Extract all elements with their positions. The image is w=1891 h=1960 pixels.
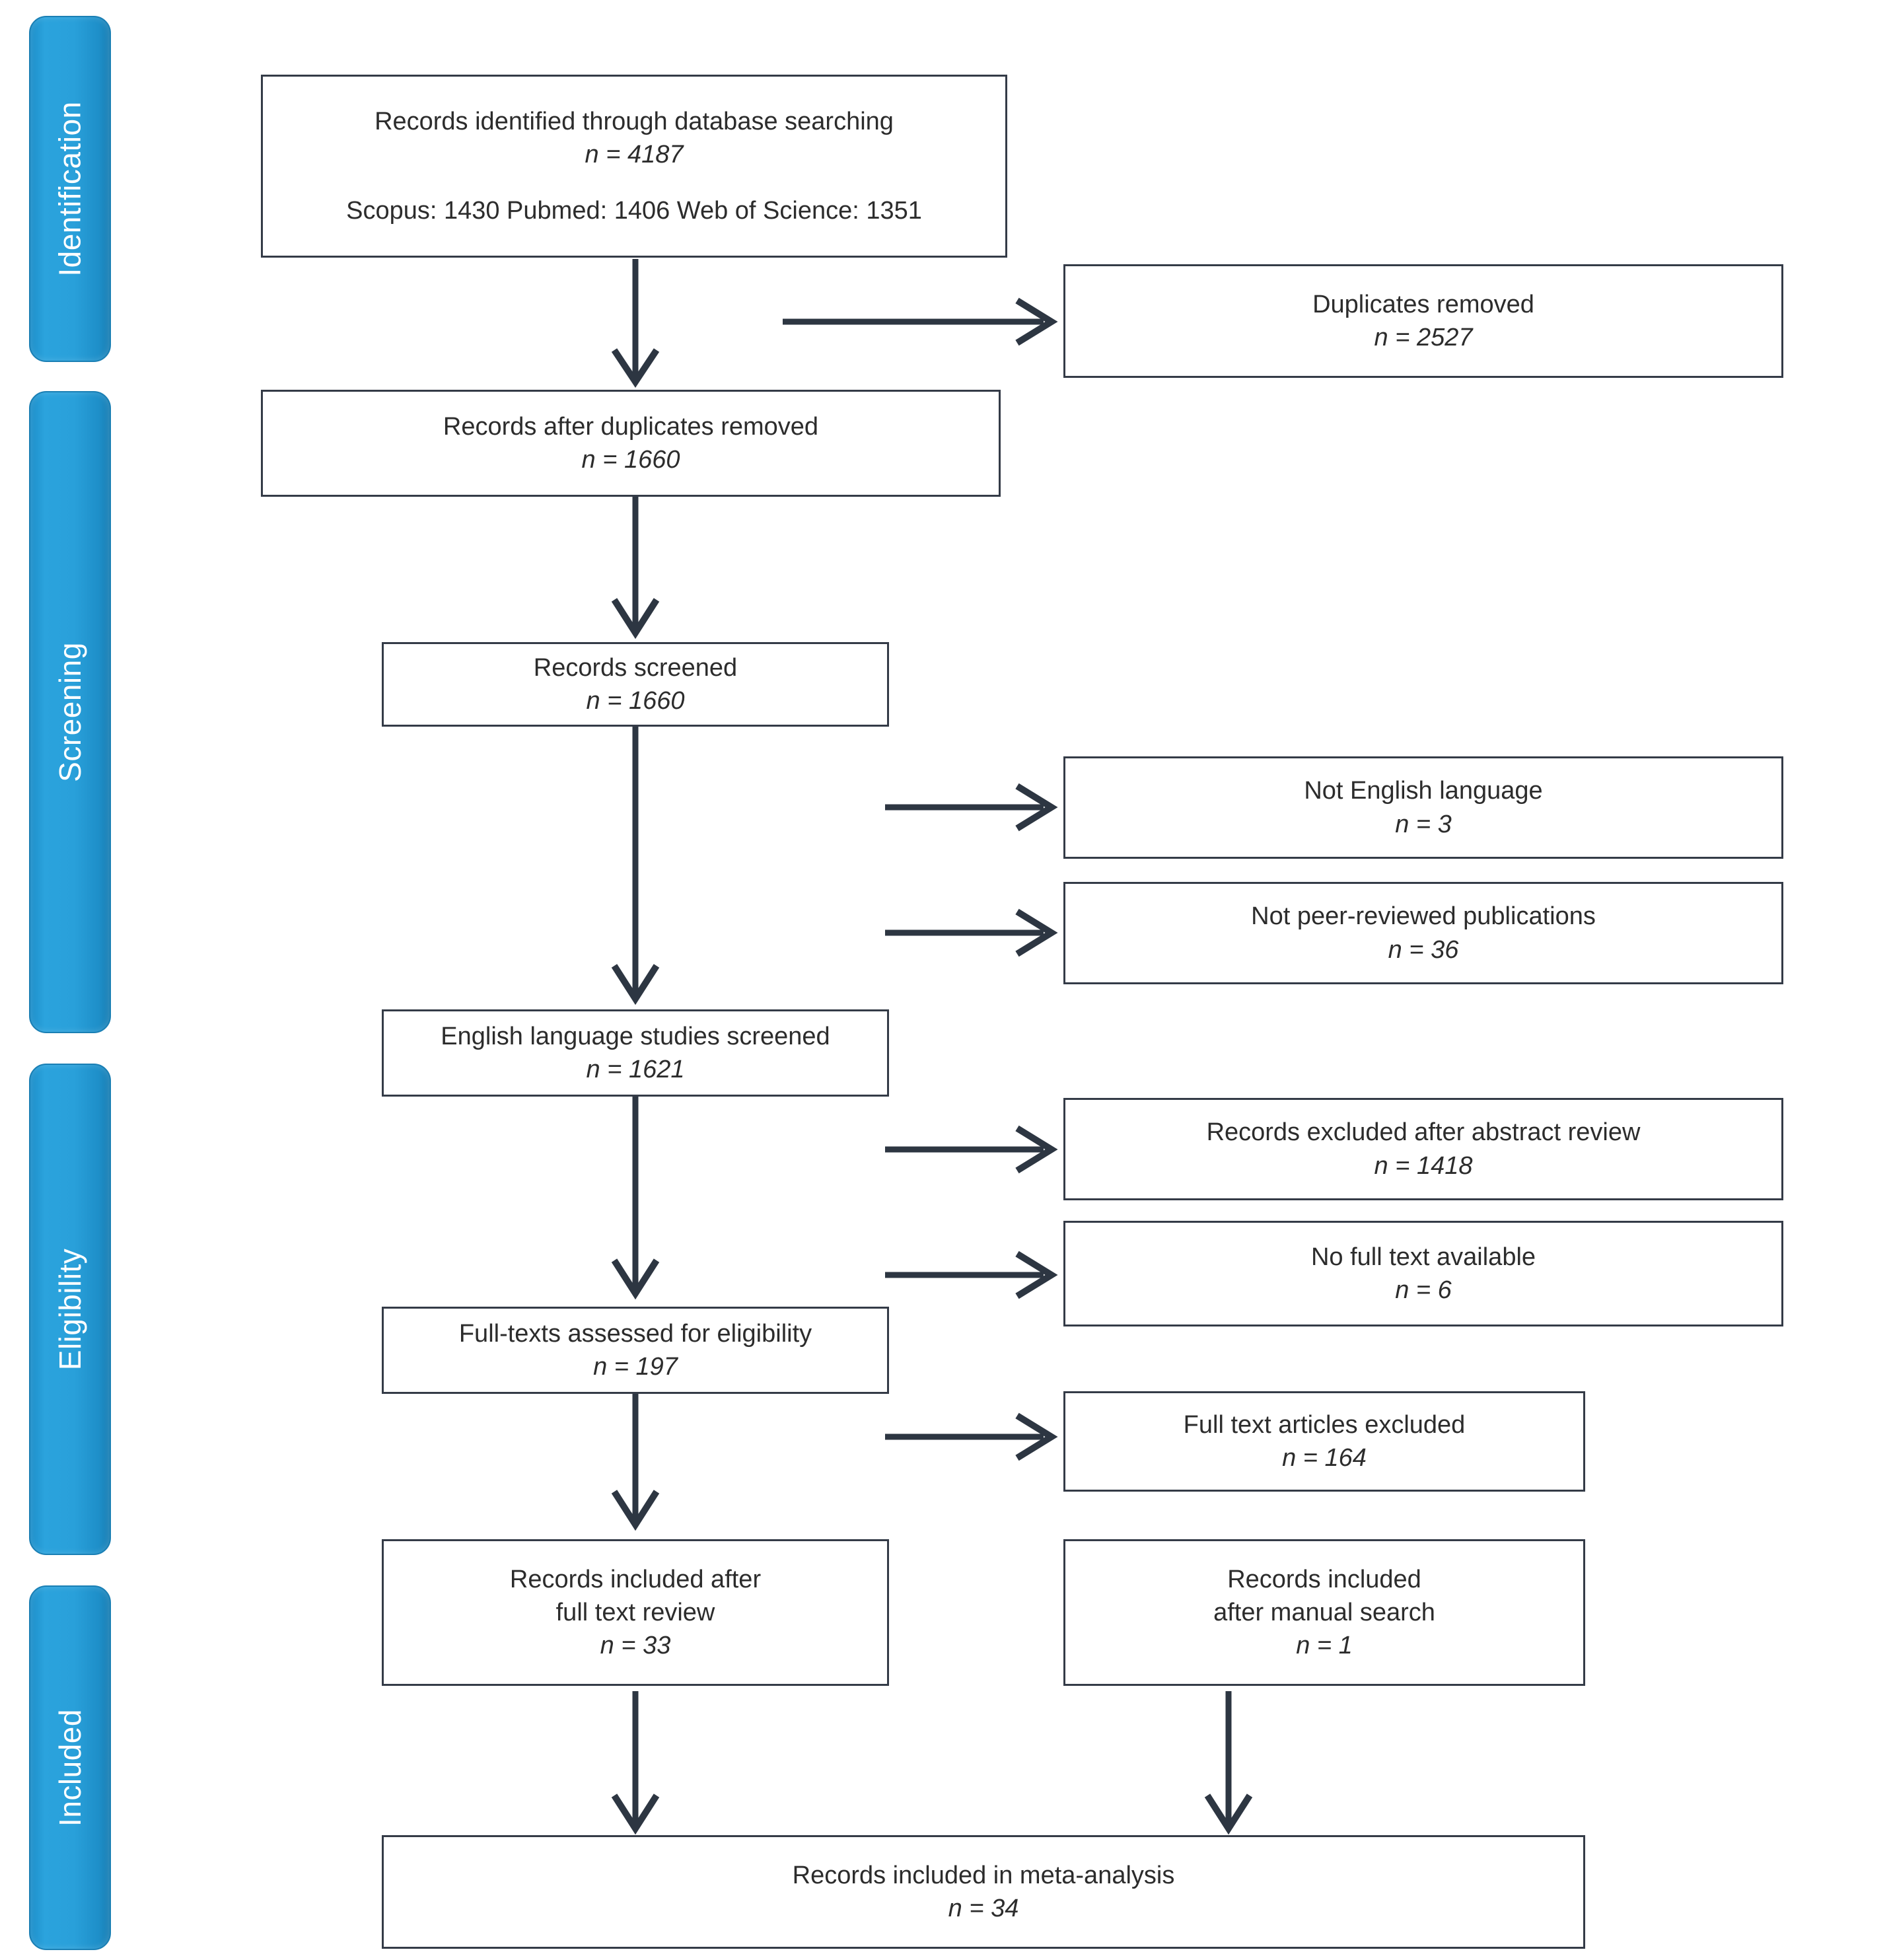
box-not-english-language: Not English language n = 3	[1063, 756, 1783, 859]
stage-label-eligibility: Eligibility	[53, 1248, 88, 1371]
box-included-after-manual-search-line2: after manual search	[1213, 1598, 1435, 1626]
stage-pill-included: Included	[29, 1585, 111, 1950]
box-not-peer-reviewed-count: n = 36	[1388, 935, 1459, 964]
box-excluded-after-abstract-count: n = 1418	[1374, 1151, 1473, 1180]
box-records-identified-count: n = 4187	[585, 141, 684, 169]
stage-label-identification: Identification	[53, 101, 87, 277]
box-no-full-text-available: No full text available n = 6	[1063, 1221, 1783, 1326]
box-duplicates-removed: Duplicates removed n = 2527	[1063, 264, 1783, 378]
stage-label-screening: Screening	[53, 642, 88, 782]
box-not-english-language-line1: Not English language	[1304, 777, 1543, 805]
box-included-in-meta-analysis-line1: Records included in meta-analysis	[792, 1861, 1175, 1889]
box-no-full-text-available-line1: No full text available	[1310, 1243, 1536, 1271]
box-full-texts-assessed-count: n = 197	[593, 1353, 678, 1381]
box-excluded-after-abstract-line1: Records excluded after abstract review	[1206, 1118, 1641, 1147]
box-full-text-articles-excluded: Full text articles excluded n = 164	[1063, 1391, 1585, 1492]
box-english-studies-screened: English language studies screened n = 16…	[382, 1009, 889, 1097]
box-no-full-text-available-count: n = 6	[1395, 1276, 1452, 1304]
box-english-studies-screened-line1: English language studies screened	[441, 1022, 830, 1050]
stage-pill-screening: Screening	[29, 391, 111, 1033]
box-excluded-after-abstract: Records excluded after abstract review n…	[1063, 1098, 1783, 1200]
box-full-text-articles-excluded-count: n = 164	[1282, 1444, 1367, 1472]
box-records-after-duplicates-count: n = 1660	[581, 446, 680, 474]
box-not-peer-reviewed: Not peer-reviewed publications n = 36	[1063, 882, 1783, 984]
box-included-in-meta-analysis: Records included in meta-analysis n = 34	[382, 1835, 1585, 1949]
box-records-screened-line1: Records screened	[533, 653, 738, 682]
box-english-studies-screened-count: n = 1621	[586, 1056, 685, 1083]
box-records-identified-line1: Records identified through database sear…	[375, 108, 894, 136]
box-records-screened: Records screened n = 1660	[382, 642, 889, 727]
stage-label-included: Included	[53, 1709, 88, 1827]
stage-pill-identification: Identification	[29, 16, 111, 362]
box-included-after-full-text-review: Records included after full text review …	[382, 1539, 889, 1686]
box-included-after-full-text-review-line1: Records included after	[509, 1565, 762, 1593]
box-duplicates-removed-line1: Duplicates removed	[1312, 290, 1534, 318]
box-duplicates-removed-count: n = 2527	[1374, 324, 1473, 351]
box-records-identified-sources: Scopus: 1430 Pubmed: 1406 Web of Science…	[346, 196, 922, 225]
box-records-after-duplicates-line1: Records after duplicates removed	[443, 412, 819, 441]
box-full-text-articles-excluded-line1: Full text articles excluded	[1183, 1410, 1466, 1439]
box-included-after-full-text-review-count: n = 33	[600, 1632, 671, 1660]
box-records-identified: Records identified through database sear…	[261, 75, 1007, 258]
box-included-after-manual-search: Records included after manual search n =…	[1063, 1539, 1585, 1686]
box-included-after-manual-search-count: n = 1	[1296, 1632, 1353, 1660]
box-not-peer-reviewed-line1: Not peer-reviewed publications	[1251, 902, 1596, 931]
box-included-after-full-text-review-line2: full text review	[555, 1598, 715, 1626]
box-included-after-manual-search-line1: Records included	[1227, 1565, 1421, 1593]
box-records-screened-count: n = 1660	[586, 687, 685, 715]
box-full-texts-assessed: Full-texts assessed for eligibility n = …	[382, 1307, 889, 1394]
box-full-texts-assessed-line1: Full-texts assessed for eligibility	[458, 1319, 812, 1348]
stage-pill-eligibility: Eligibility	[29, 1064, 111, 1555]
box-included-in-meta-analysis-count: n = 34	[948, 1895, 1019, 1922]
box-records-after-duplicates: Records after duplicates removed n = 166…	[261, 390, 1001, 497]
box-not-english-language-count: n = 3	[1395, 810, 1452, 838]
